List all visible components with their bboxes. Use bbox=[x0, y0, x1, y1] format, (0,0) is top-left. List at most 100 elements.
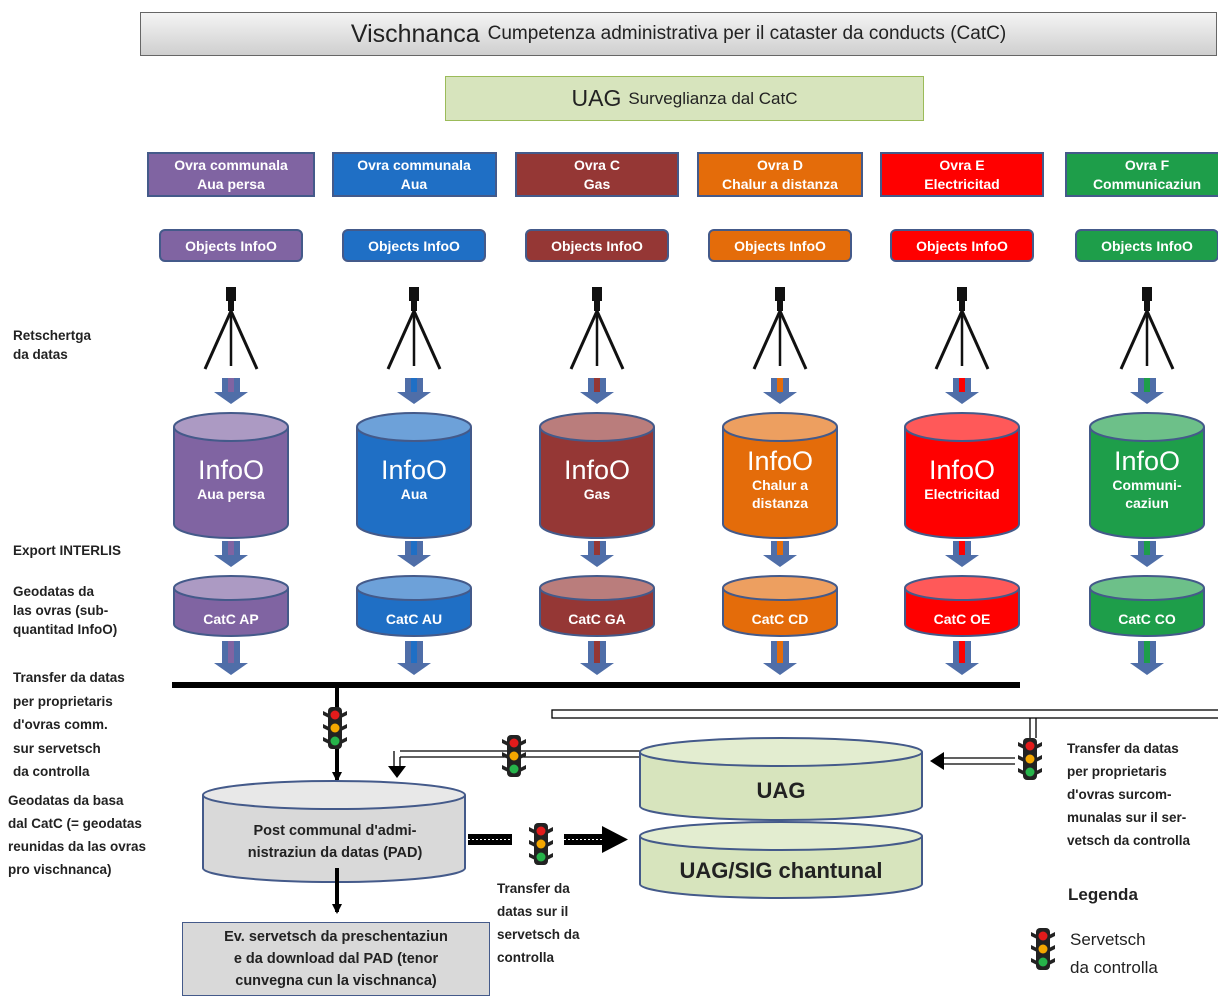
down-arrow bbox=[214, 378, 248, 404]
title-main: Vischnanca bbox=[350, 19, 480, 48]
uag-db-label: UAG bbox=[756, 778, 806, 803]
down-arrow bbox=[580, 641, 614, 675]
work-header-line: Ovra C bbox=[574, 156, 620, 173]
traffic-light-icon bbox=[529, 823, 553, 865]
catc-db-label: CatC CO bbox=[1118, 611, 1176, 627]
uag-header-sub: Surveglianza dal CatC bbox=[628, 88, 798, 108]
catc-db-label: CatC AU bbox=[385, 611, 443, 627]
infoo-db-subtitle: distanza bbox=[751, 495, 808, 511]
side-label-geodatas: Geodatas da las ovras (sub- quantitad In… bbox=[13, 582, 117, 639]
objects-infoo-box: Objects InfoO bbox=[525, 229, 669, 262]
label-line: servetsch da bbox=[497, 927, 580, 942]
legend-traffic-light-icon bbox=[1031, 928, 1055, 970]
side-label-line: pro vischnanca) bbox=[8, 862, 112, 877]
infoo-db-title: InfoO bbox=[928, 455, 996, 485]
infoo-db-title: InfoO bbox=[563, 455, 631, 485]
infoo-db-subtitle: Aua persa bbox=[197, 486, 265, 502]
down-arrow bbox=[397, 378, 431, 404]
work-header-line: Aua persa bbox=[197, 175, 265, 192]
side-label-line: Retschertga bbox=[13, 328, 92, 343]
catc-db-label: CatC CD bbox=[751, 611, 809, 627]
work-header-line: Ovra communala bbox=[357, 156, 471, 173]
down-arrow bbox=[763, 641, 797, 675]
down-arrow bbox=[580, 541, 614, 567]
work-header-line: Ovra F bbox=[1124, 156, 1170, 173]
infoo-database bbox=[722, 412, 838, 539]
side-label-line: quantitad InfoO) bbox=[13, 622, 118, 637]
legend-text-line: Servetsch bbox=[1070, 930, 1146, 949]
infoo-db-subtitle: Chalur a bbox=[751, 477, 808, 493]
ev-box-line: e da download dal PAD (tenor bbox=[233, 951, 439, 967]
down-arrow bbox=[945, 641, 979, 675]
side-label-geodatas-basa: Geodatas da basa dal CatC (= geodatas re… bbox=[8, 789, 146, 881]
objects-infoo-box: Objects InfoO bbox=[708, 229, 852, 262]
side-label-line: sur servetsch bbox=[13, 740, 101, 756]
infoo-db-title: InfoO bbox=[197, 455, 265, 485]
side-label-line: da datas bbox=[13, 347, 68, 362]
uag-header-main: UAG bbox=[571, 85, 622, 111]
uag-sig-db-label: UAG/SIG chantunal bbox=[679, 858, 883, 883]
infoo-db-subtitle: Gas bbox=[583, 486, 611, 502]
uag-sig-database bbox=[639, 821, 923, 899]
down-arrow bbox=[214, 641, 248, 675]
side-label-line: reunidas da las ovras bbox=[8, 839, 147, 854]
legend-text: Servetsch da controlla bbox=[1070, 926, 1158, 982]
side-label-line: per proprietaris bbox=[13, 693, 113, 709]
pad-database bbox=[202, 780, 466, 883]
objects-infoo-box: Objects InfoO bbox=[1075, 229, 1218, 262]
pad-label: Post communal d'admi- nistraziun da data… bbox=[210, 820, 460, 864]
transfer-surcommunal-label: Transfer da datas per proprietaris d'ovr… bbox=[1067, 737, 1190, 852]
infoo-db-title: InfoO bbox=[380, 455, 448, 485]
arrow-head bbox=[388, 766, 406, 778]
tripod-icon bbox=[569, 287, 625, 370]
infoo-db-title: InfoO bbox=[746, 446, 814, 476]
ev-service-box: Ev. servetsch da preschentaziun e da dow… bbox=[182, 922, 490, 996]
work-header-line: Electricitad bbox=[924, 175, 1000, 192]
traffic-light-icon bbox=[502, 735, 526, 777]
work-header-5: Ovra E Electricitad bbox=[880, 152, 1044, 197]
pad-label-line: Post communal d'admi- bbox=[253, 823, 417, 839]
transfer-control-label: Transfer da datas sur il servetsch da co… bbox=[497, 877, 580, 969]
ev-box-line: Ev. servetsch da preschentaziun bbox=[224, 929, 448, 945]
side-label-export: Export INTERLIS bbox=[13, 543, 122, 558]
down-arrow bbox=[945, 541, 979, 567]
label-line: datas sur il bbox=[497, 904, 569, 919]
infoo-db-subtitle: caziun bbox=[1125, 495, 1169, 511]
down-arrow bbox=[1130, 541, 1164, 567]
objects-infoo-box: Objects InfoO bbox=[890, 229, 1034, 262]
uag-header: UAG Surveglianza dal CatC bbox=[445, 76, 924, 121]
label-line: munalas sur il ser- bbox=[1067, 810, 1187, 825]
label-line: Transfer da datas bbox=[1067, 741, 1179, 756]
catc-database bbox=[722, 575, 838, 637]
label-line: d'ovras surcom- bbox=[1067, 787, 1172, 802]
side-label-line: dal CatC (= geodatas bbox=[8, 816, 142, 831]
catc-db-label: CatC GA bbox=[568, 611, 626, 627]
catc-database bbox=[356, 575, 472, 637]
title-sub: Cumpetenza administrativa per il cataste… bbox=[487, 23, 1007, 44]
surcommunal-bus-line bbox=[551, 709, 1218, 719]
catc-database bbox=[539, 575, 655, 637]
down-arrow bbox=[397, 641, 431, 675]
infoo-database bbox=[356, 412, 472, 539]
traffic-light-icon bbox=[323, 707, 347, 749]
catc-db-label: CatC AP bbox=[203, 611, 259, 627]
down-arrow bbox=[945, 378, 979, 404]
side-label-line: d'ovras comm. bbox=[13, 717, 108, 732]
objects-infoo-box: Objects InfoO bbox=[159, 229, 303, 262]
pad-to-sig-arrow bbox=[468, 826, 628, 853]
down-arrow bbox=[1130, 378, 1164, 404]
down-arrow bbox=[763, 541, 797, 567]
infoo-db-subtitle: Aua bbox=[400, 486, 428, 502]
ev-box-line: cunvegna cun la vischnanca) bbox=[235, 973, 437, 989]
infoo-db-title: InfoO bbox=[1113, 446, 1181, 476]
tripod-icon bbox=[203, 287, 259, 370]
tripod-icon bbox=[386, 287, 442, 370]
work-header-line: Ovra E bbox=[939, 156, 985, 173]
